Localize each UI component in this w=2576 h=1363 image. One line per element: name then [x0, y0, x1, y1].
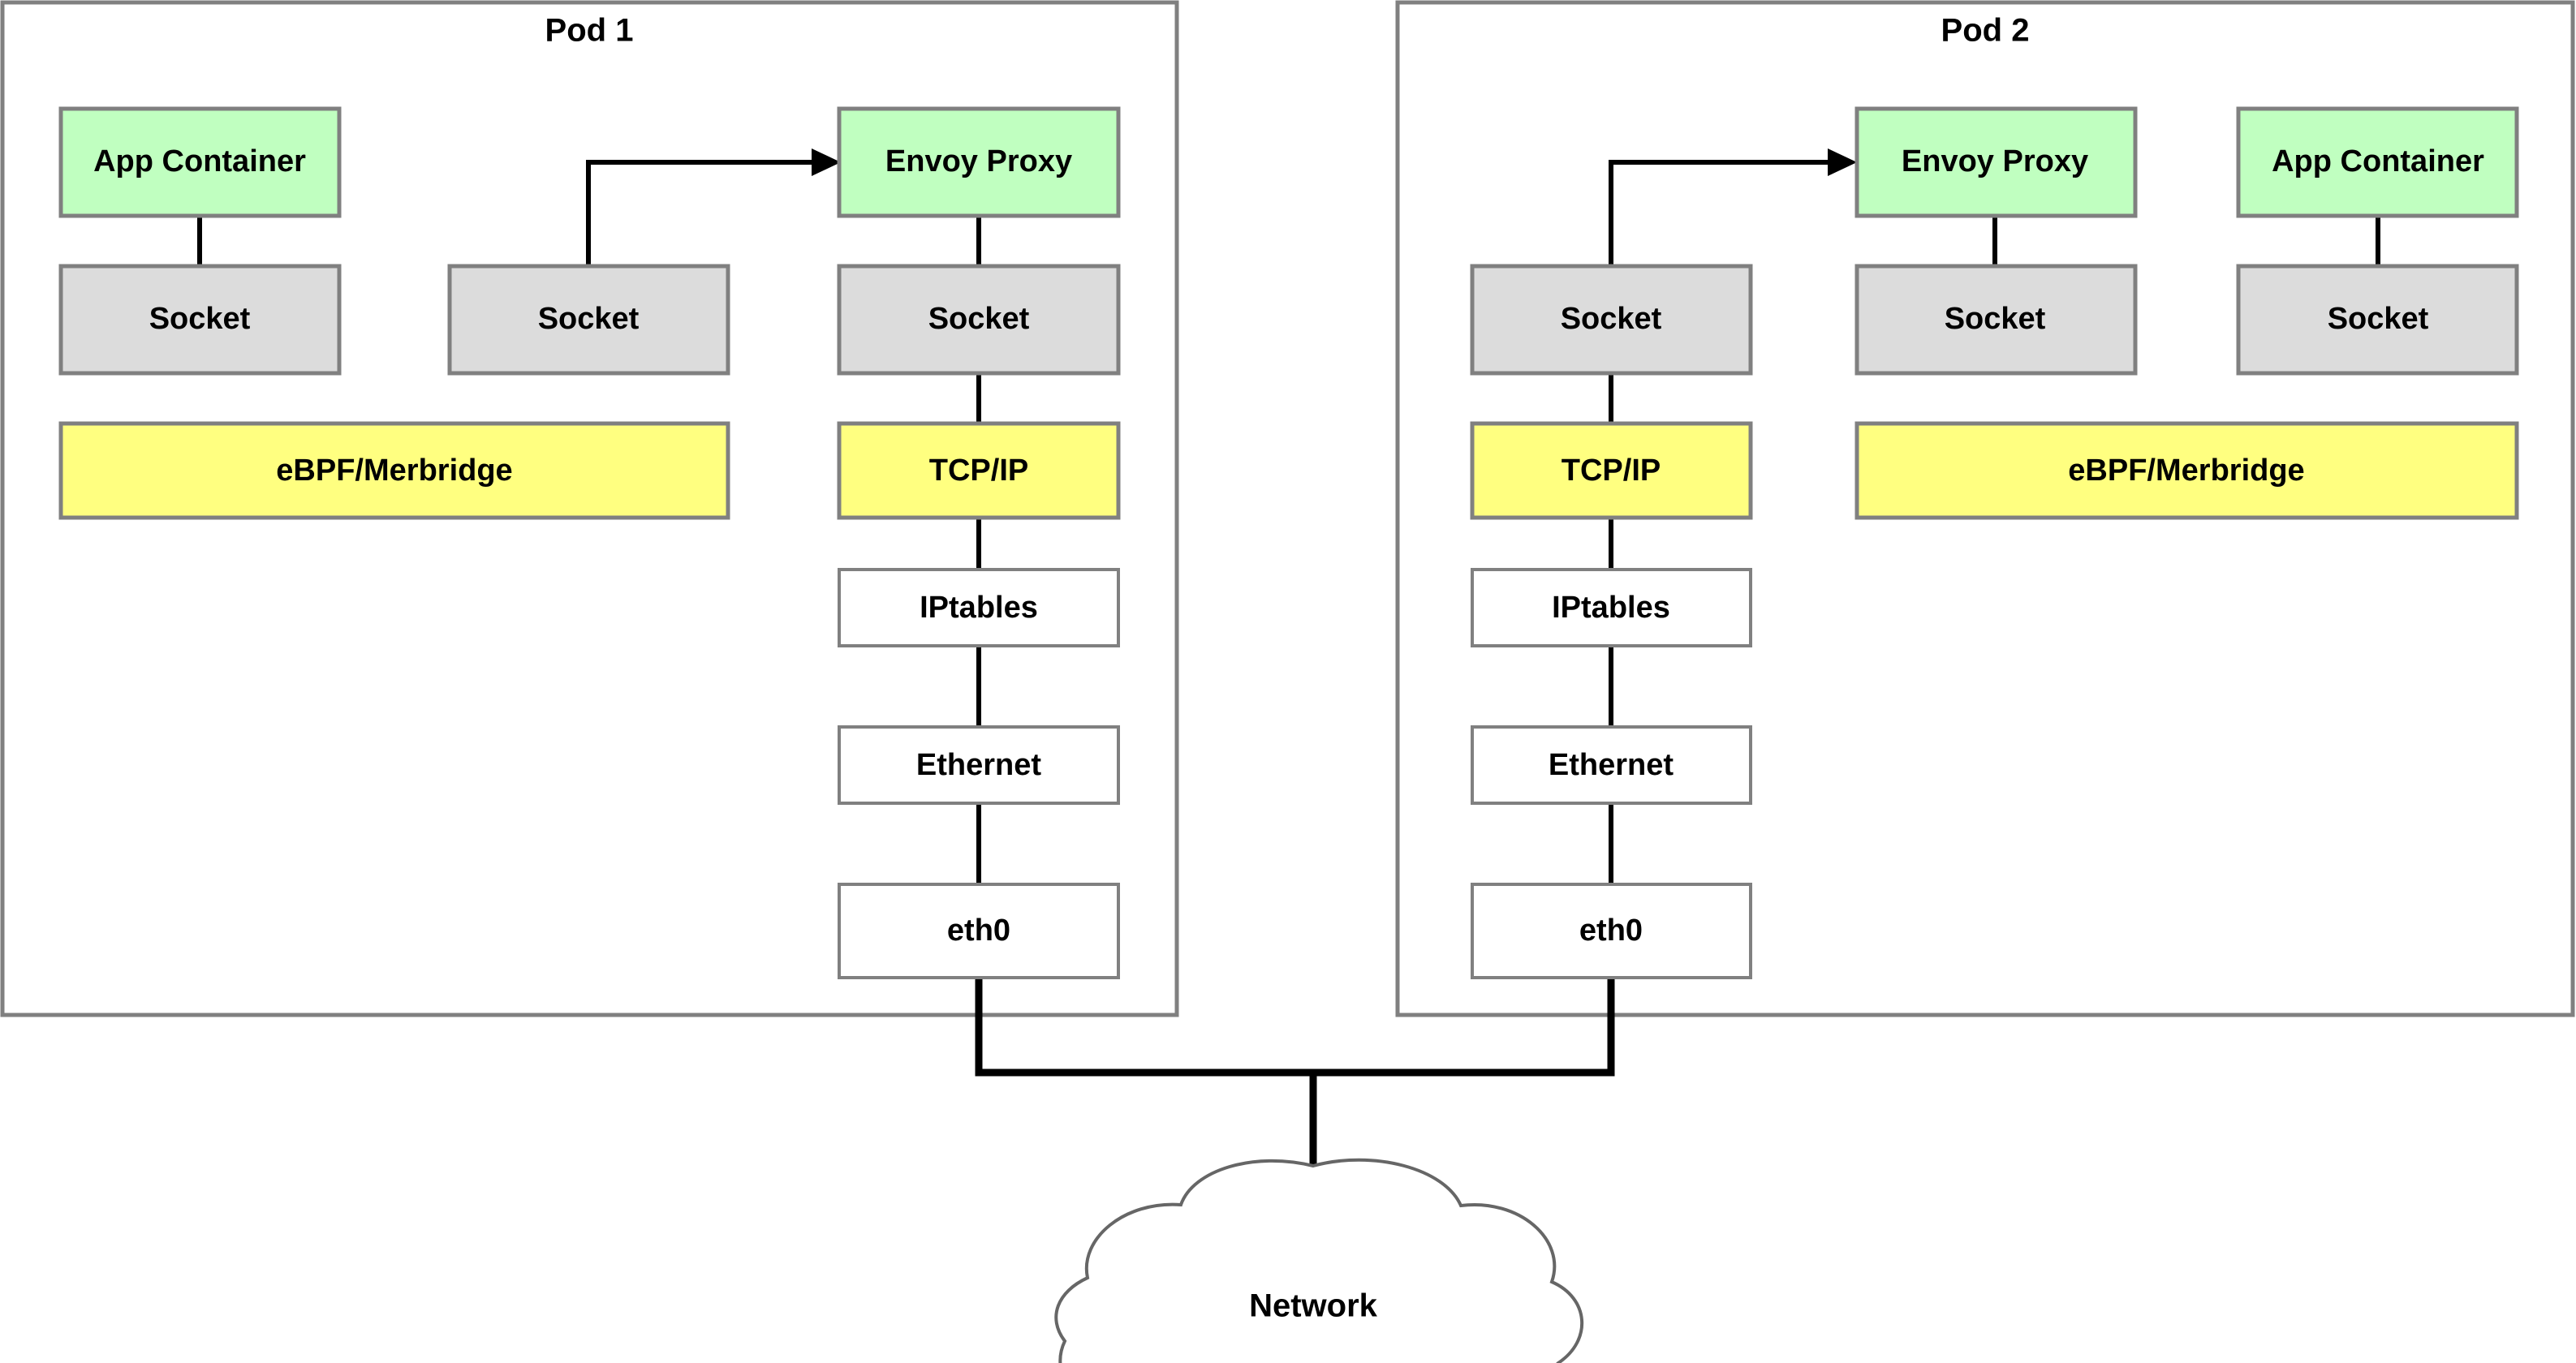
pod2-ethernet-label: Ethernet	[1549, 748, 1674, 782]
pod2-envoy-proxy-label: Envoy Proxy	[1902, 144, 2088, 178]
pod2-app-container-label: App Container	[2272, 144, 2484, 178]
pod2-app-container-box[interactable]	[2236, 106, 2519, 218]
pod2-socket-left-box[interactable]	[1470, 264, 1753, 376]
pod2-ethernet-box[interactable]	[1471, 725, 1752, 805]
pod2-envoy-proxy-box[interactable]	[1854, 106, 2138, 218]
pod1-socket-envoy-label: Socket	[928, 302, 1030, 336]
pod-1-title: Pod 1	[545, 13, 634, 49]
pod1-envoy-proxy-box[interactable]	[837, 106, 1121, 218]
pod2-eth0-label: eth0	[1579, 914, 1643, 948]
pod2-socket-envoy-label: Socket	[1945, 302, 2046, 336]
pod2-iptables-label: IPtables	[1552, 591, 1670, 625]
pod1-envoy-proxy-label: Envoy Proxy	[885, 144, 1072, 178]
pod2-tcpip-label: TCP/IP	[1562, 454, 1661, 488]
bus-pod1-eth0-to-network	[975, 978, 1615, 1077]
pod1-app-container-box[interactable]	[58, 106, 342, 218]
pod2-socket-app-label: Socket	[2328, 302, 2429, 336]
pod1-tcpip-box[interactable]	[837, 421, 1121, 520]
pod1-socket-mid-label: Socket	[538, 302, 640, 336]
pod1-socket-envoy-box[interactable]	[837, 264, 1121, 376]
link-pod2-socket-left-to-envoy-arrow	[1609, 160, 1833, 268]
pod1-iptables-box[interactable]	[838, 568, 1120, 647]
pod2-ebpf-box[interactable]	[1854, 421, 2519, 520]
pod1-socket-mid-box[interactable]	[447, 264, 730, 376]
pod2-socket-envoy-box[interactable]	[1854, 264, 2138, 376]
pod1-socket-app-label: Socket	[149, 302, 251, 336]
link-socket-mid-to-envoy-arrow	[586, 160, 818, 268]
pod1-ethernet-label: Ethernet	[916, 748, 1041, 782]
pod1-eth0-box[interactable]	[838, 883, 1120, 979]
pod2-eth0-box[interactable]	[1471, 883, 1752, 979]
pod1-tcpip-label: TCP/IP	[929, 454, 1028, 488]
pod1-eth0-label: eth0	[947, 914, 1010, 948]
pod1-ebpf-label: eBPF/Merbridge	[276, 454, 512, 488]
pod2-tcpip-box[interactable]	[1470, 421, 1753, 520]
pod1-socket-app-box[interactable]	[58, 264, 342, 376]
pod-2-title: Pod 2	[1941, 13, 2030, 49]
arrowhead-icon	[812, 148, 841, 176]
pod1-iptables-label: IPtables	[920, 591, 1038, 625]
network-cloud-shape[interactable]	[1054, 1158, 1584, 1363]
pod2-socket-left-label: Socket	[1561, 302, 1662, 336]
pod2-ebpf-label: eBPF/Merbridge	[2068, 454, 2304, 488]
pod1-app-container-label: App Container	[93, 144, 306, 178]
pod2-socket-app-box[interactable]	[2236, 264, 2519, 376]
arrowhead-icon	[1828, 148, 1857, 176]
pod2-iptables-box[interactable]	[1471, 568, 1752, 647]
pod1-ethernet-box[interactable]	[838, 725, 1120, 805]
pod1-ebpf-box[interactable]	[58, 421, 730, 520]
network-cloud-label: Network	[1249, 1288, 1378, 1324]
